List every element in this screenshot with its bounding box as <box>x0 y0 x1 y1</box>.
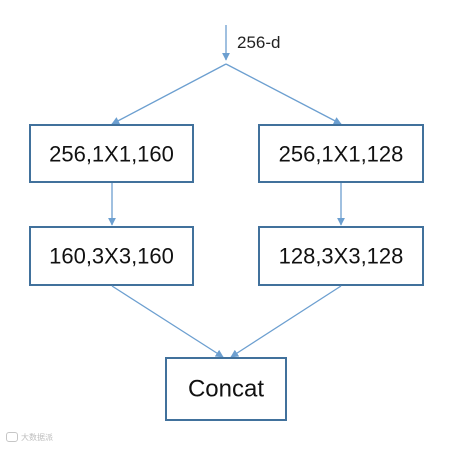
split-edge-left <box>111 63 227 125</box>
left-conv2-node: 160,3X3,160 <box>29 226 194 286</box>
left-conv2-label: 160,3X3,160 <box>49 244 174 269</box>
input-label: 256-d <box>237 33 280 52</box>
merge-edge-left <box>111 285 224 358</box>
watermark-text: 大数据派 <box>21 432 53 442</box>
concat-label: Concat <box>188 376 264 403</box>
wechat-logo-icon <box>6 432 18 442</box>
right-conv1-label: 256,1X1,128 <box>279 142 404 167</box>
left-conv1-node: 256,1X1,160 <box>29 124 194 183</box>
left-conv1-label: 256,1X1,160 <box>49 142 174 167</box>
split-edge-right <box>225 63 342 125</box>
merge-edge-right <box>230 285 342 358</box>
concat-node: Concat <box>165 357 287 421</box>
right-conv2-node: 128,3X3,128 <box>258 226 424 286</box>
watermark: 大数据派 <box>6 430 53 444</box>
right-conv1-node: 256,1X1,128 <box>258 124 424 183</box>
right-conv2-label: 128,3X3,128 <box>279 244 404 269</box>
